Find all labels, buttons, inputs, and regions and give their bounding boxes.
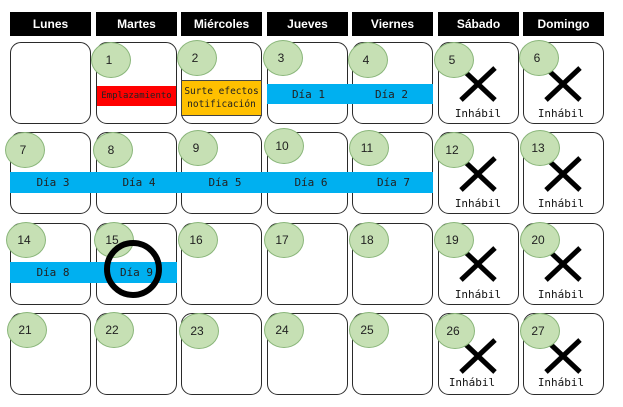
day-number-13: 13 xyxy=(520,130,560,166)
day-bar-label-dia-6: Día 6 xyxy=(294,176,328,189)
day-number-4: 4 xyxy=(348,42,388,78)
day-number-7: 7 xyxy=(5,132,45,168)
inhabil-label: Inhábil xyxy=(448,376,496,389)
day-number-14: 14 xyxy=(6,222,46,258)
day-bar-label-dia-5: Día 5 xyxy=(208,176,242,189)
day-number-5: 5 xyxy=(434,42,474,78)
day-bar-label-dia-2: Día 2 xyxy=(374,87,409,101)
day-number-12: 12 xyxy=(434,132,474,168)
day-number-2: 2 xyxy=(177,40,217,76)
inhabil-label: Inhábil xyxy=(454,288,502,301)
day-number-6: 6 xyxy=(519,40,559,76)
inhabil-label: Inhábil xyxy=(454,197,502,210)
inhabil-label: Inhábil xyxy=(537,288,585,301)
inhabil-label: Inhábil xyxy=(454,107,502,120)
header-viernes: Viernes xyxy=(352,12,433,36)
day-cell-empty xyxy=(10,42,91,124)
day-number-25: 25 xyxy=(349,312,389,348)
day-bar-label-dia-8: Día 8 xyxy=(36,266,70,279)
header-domingo: Domingo xyxy=(523,12,604,36)
day-number-11: 11 xyxy=(349,130,389,166)
day-number-26: 26 xyxy=(435,313,475,349)
day-bar-label-dia-7: Día 7 xyxy=(376,176,411,189)
day-number-1: 1 xyxy=(91,42,131,78)
day-bar-dia-1-2: Día 1 Día 2 xyxy=(267,84,433,104)
day-bar-label-dia-1: Día 1 xyxy=(291,87,326,101)
day-number-8: 8 xyxy=(93,132,133,168)
day-number-10: 10 xyxy=(264,128,304,164)
inhabil-label: Inhábil xyxy=(537,107,585,120)
x-mark-icon xyxy=(544,66,582,102)
day-number-21: 21 xyxy=(7,312,47,348)
inhabil-label: Inhábil xyxy=(537,376,585,389)
x-mark-icon xyxy=(544,156,582,192)
day-cell-24 xyxy=(267,313,348,395)
day-number-20: 20 xyxy=(520,222,560,258)
surte-efectos-line2: notificación xyxy=(187,99,256,110)
day-bar-label-dia-4: Día 4 xyxy=(122,176,156,189)
day-number-27: 27 xyxy=(520,313,560,349)
day-number-22: 22 xyxy=(94,312,134,348)
day-bar-label-dia-3: Día 3 xyxy=(36,176,70,189)
day-number-17: 17 xyxy=(264,222,304,258)
surte-efectos-line1: Surte efectos xyxy=(184,86,259,97)
day-number-19: 19 xyxy=(434,222,474,258)
inhabil-label: Inhábil xyxy=(537,197,585,210)
emplazamiento-label: Emplazamiento xyxy=(97,86,176,106)
header-martes: Martes xyxy=(96,12,177,36)
header-lunes: Lunes xyxy=(10,12,91,36)
header-sabado: Sábado xyxy=(438,12,519,36)
day-number-18: 18 xyxy=(349,222,389,258)
circle-highlight xyxy=(104,240,162,298)
header-jueves: Jueves xyxy=(267,12,348,36)
surte-efectos-label: Surte efectos notificación xyxy=(181,80,262,116)
day-number-23: 23 xyxy=(179,313,219,349)
day-number-3: 3 xyxy=(263,40,303,76)
day-number-9: 9 xyxy=(178,130,218,166)
day-number-16: 16 xyxy=(178,222,218,258)
header-miercoles: Miércoles xyxy=(181,12,262,36)
day-number-24: 24 xyxy=(264,312,304,348)
day-bar-dia-3-7: Día 3 Día 4 Día 5 Día 6 Día 7 xyxy=(10,172,433,193)
